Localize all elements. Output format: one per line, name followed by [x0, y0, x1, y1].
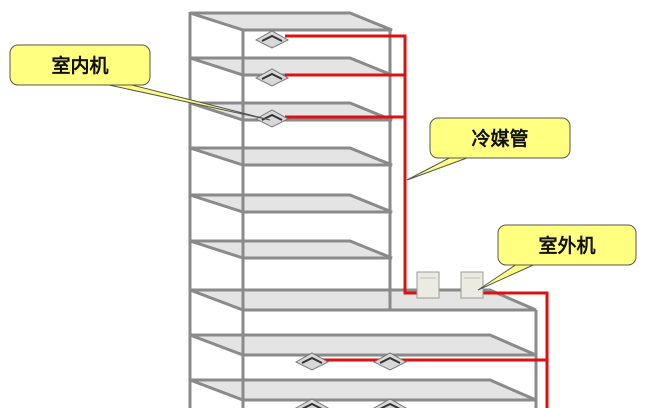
callout-outdoor-unit-label: 室外机: [538, 234, 595, 257]
callout-refrigerant-pipe: 冷媒管: [406, 117, 571, 181]
building-floors: [189, 11, 537, 402]
floor-slab: [189, 146, 393, 167]
indoor-unit-icon: [372, 352, 408, 371]
indoor-unit-icon: [294, 352, 330, 371]
floor-slab: [189, 239, 393, 260]
outdoor-unit-icon: [460, 271, 484, 299]
floor-slab: [189, 11, 393, 32]
units: [254, 30, 484, 408]
callout-indoor-unit-label: 室内机: [51, 54, 108, 77]
floor-slab: [189, 56, 393, 77]
indoor-unit-icon: [254, 30, 290, 49]
callout-refrigerant-pipe-label: 冷媒管: [471, 127, 528, 150]
indoor-unit-icon: [254, 68, 290, 87]
callout-indoor-unit: 室内机: [9, 44, 271, 121]
callout-outdoor-unit: 室外机: [477, 224, 637, 291]
outdoor-unit-icon: [416, 271, 440, 299]
building-frame: [188, 12, 538, 408]
indoor-unit-icon: [372, 398, 408, 408]
floor-slab: [189, 193, 393, 214]
refrigerant-pipes: [285, 34, 549, 408]
indoor-unit-icon: [294, 398, 330, 408]
